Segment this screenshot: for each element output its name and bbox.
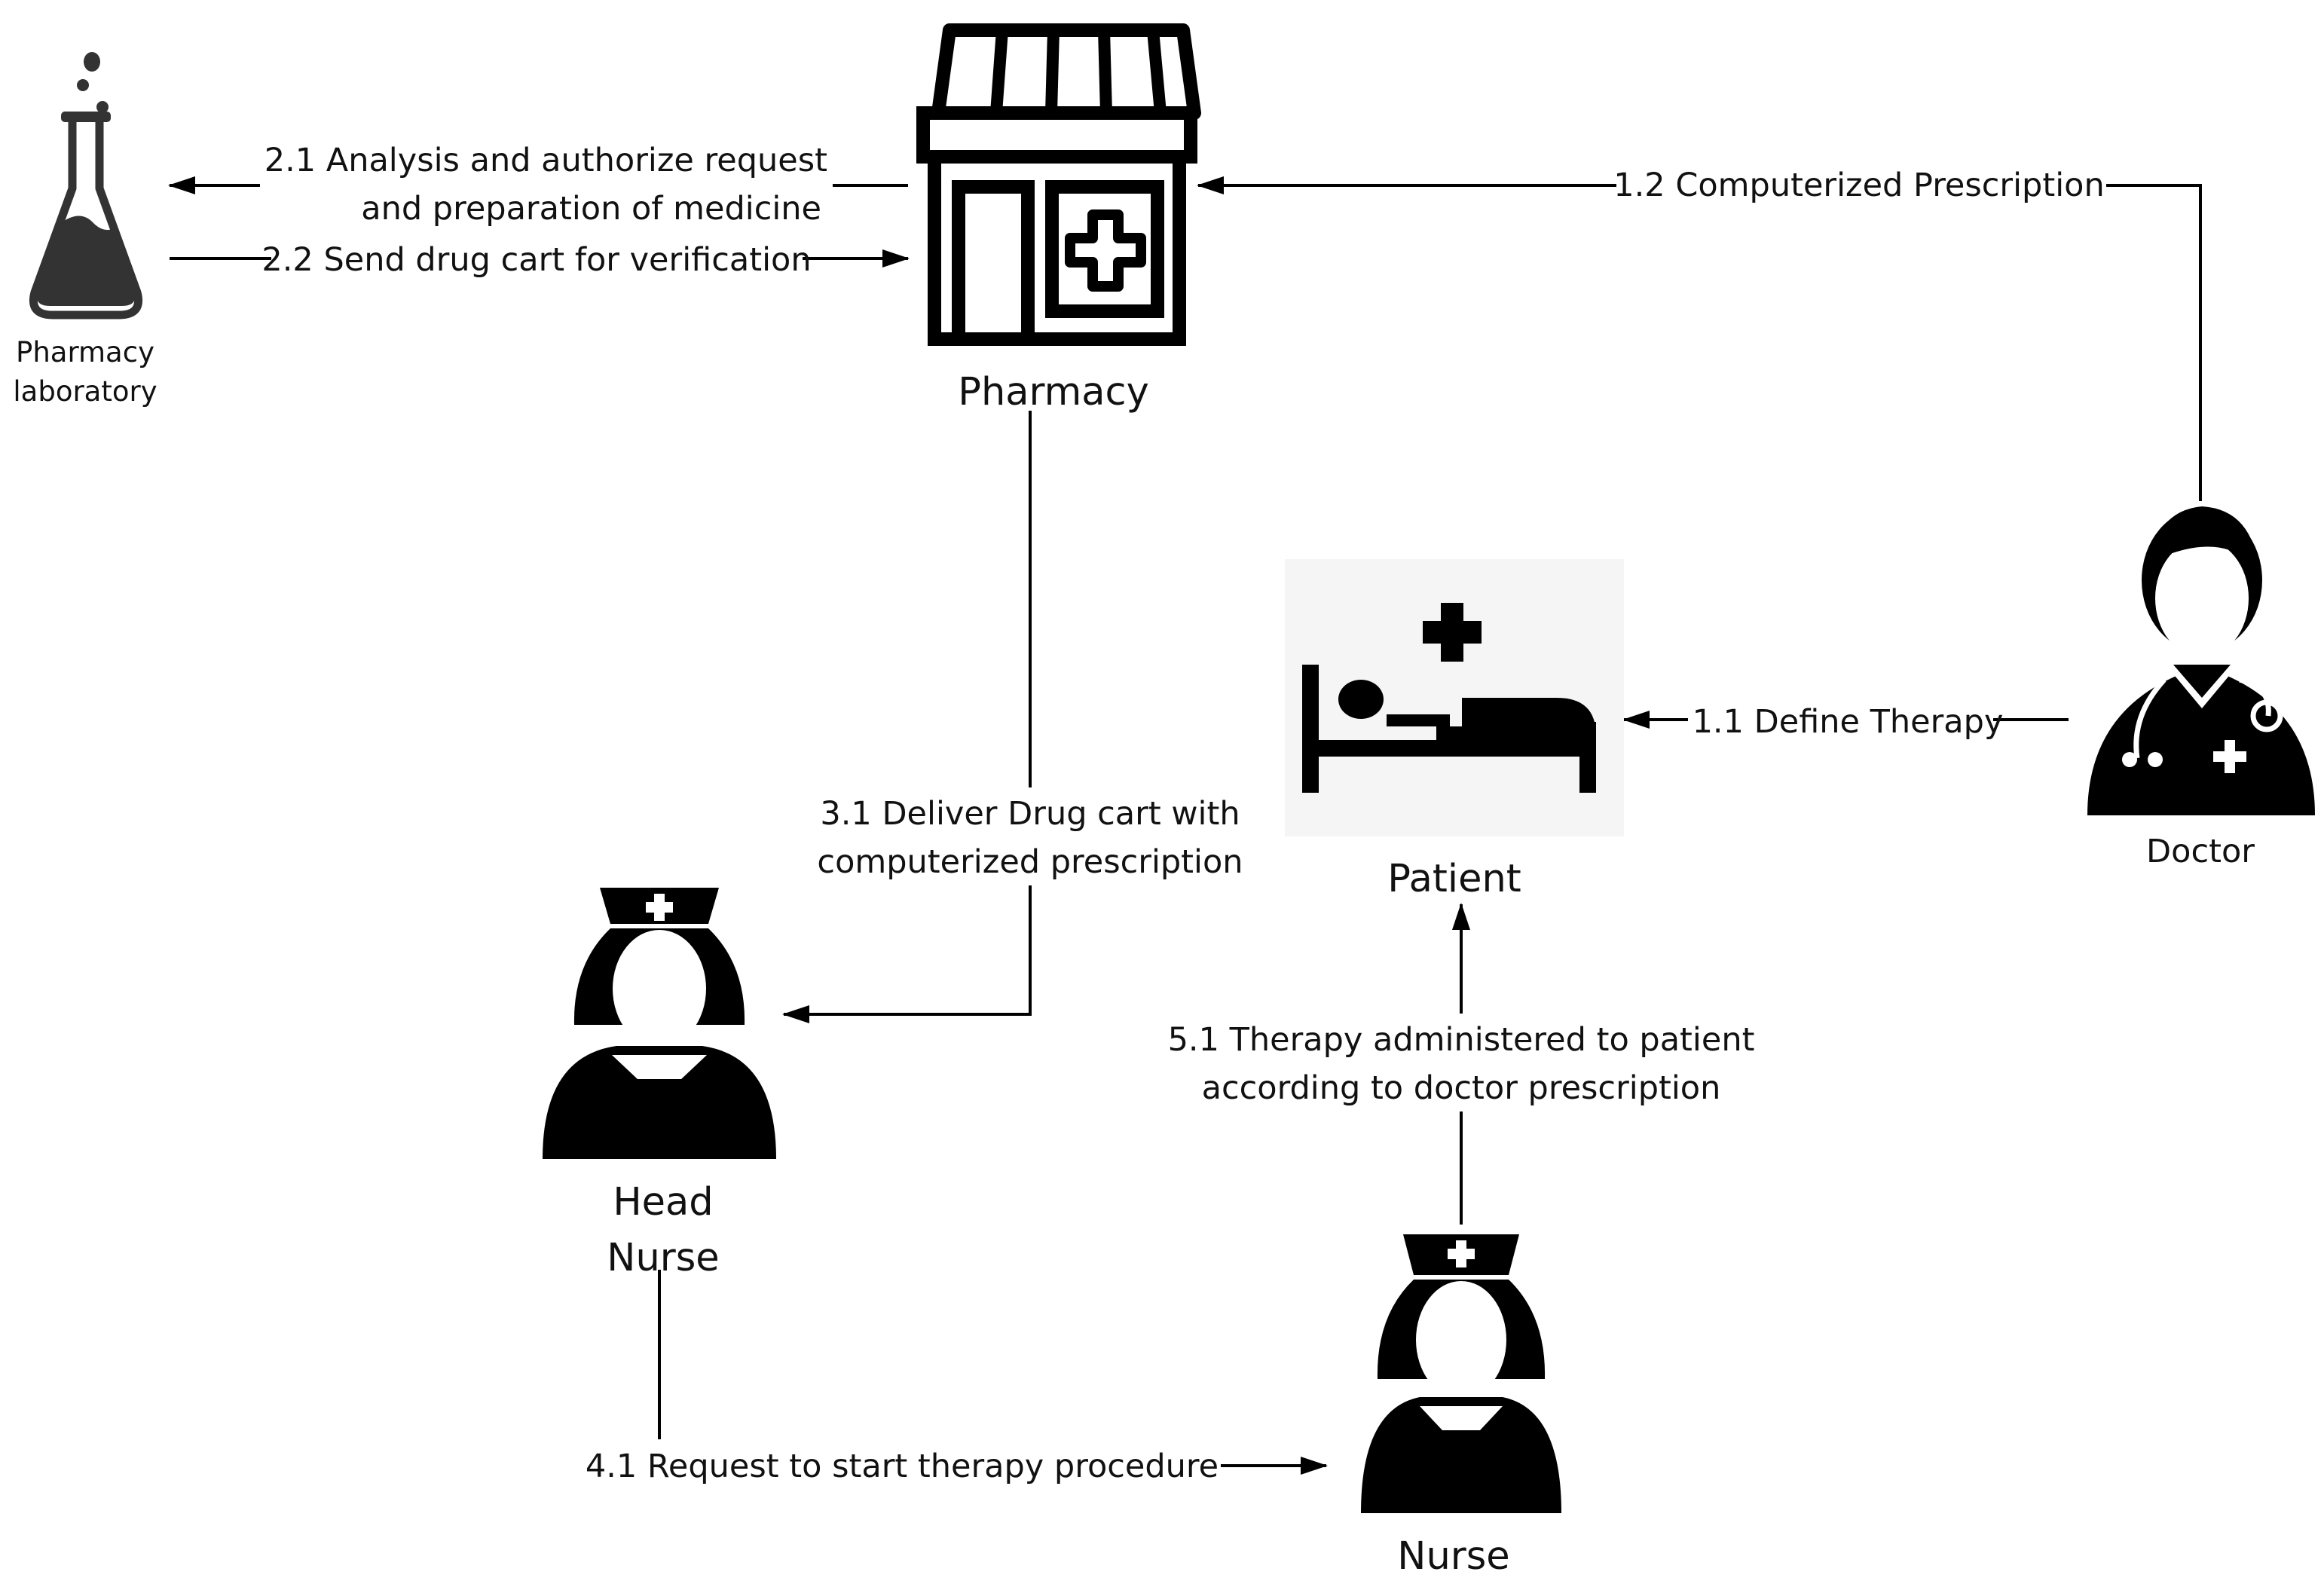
edge-label-analysis-authorize-line2: and preparation of medicine <box>361 190 821 228</box>
edge-label-deliver-drug-cart-line2: computerized prescription <box>817 843 1243 881</box>
node-label-doctor: Doctor <box>2146 833 2255 870</box>
node-pharmacy-laboratory: Pharmacy laboratory <box>13 52 157 408</box>
edge-label-send-drug-cart: 2.2 Send drug cart for verification <box>261 241 811 279</box>
nurse-icon <box>1361 1234 1561 1513</box>
edge-deliver-drug-cart: 3.1 Deliver Drug cart with computerized … <box>782 411 1255 1023</box>
hospital-bed-icon <box>1302 603 1596 793</box>
node-label-pharmacy: Pharmacy <box>958 370 1149 414</box>
doctor-icon <box>2087 506 2315 815</box>
node-label-head-nurse-line1: Head <box>613 1180 713 1225</box>
edge-label-computerized-prescription: 1.2 Computerized Prescription <box>1613 167 2104 204</box>
edge-label-request-therapy: 4.1 Request to start therapy procedure <box>586 1448 1219 1485</box>
node-label-nurse: Nurse <box>1397 1534 1509 1579</box>
edge-label-analysis-authorize-line1: 2.1 Analysis and authorize request <box>265 142 827 179</box>
edge-therapy-administered: 5.1 Therapy administered to patient acco… <box>1168 903 1755 1225</box>
node-nurse: Nurse <box>1361 1234 1561 1579</box>
node-label-head-nurse-line2: Nurse <box>607 1236 719 1280</box>
node-label-pharmacy-laboratory-line2: laboratory <box>13 375 157 408</box>
edge-computerized-prescription: 1.2 Computerized Prescription <box>1197 164 2202 501</box>
edge-label-define-therapy: 1.1 Define Therapy <box>1693 703 2004 741</box>
node-pharmacy: Pharmacy <box>916 23 1201 414</box>
edge-label-deliver-drug-cart-line1: 3.1 Deliver Drug cart with <box>820 795 1240 833</box>
edge-label-therapy-administered-line1: 5.1 Therapy administered to patient <box>1168 1021 1755 1059</box>
edge-request-therapy: 4.1 Request to start therapy procedure <box>586 1270 1328 1485</box>
edge-send-drug-cart: 2.2 Send drug cart for verification <box>170 241 910 279</box>
node-head-nurse: Head Nurse <box>543 888 776 1280</box>
node-patient: Patient <box>1285 559 1624 901</box>
edge-analysis-authorize: 2.1 Analysis and authorize request and p… <box>168 142 908 228</box>
edge-label-therapy-administered-line2: according to doctor prescription <box>1202 1069 1721 1107</box>
nurse-icon <box>543 888 776 1159</box>
patient-icon-background <box>1285 559 1624 836</box>
edge-define-therapy: 1.1 Define Therapy <box>1622 699 2069 742</box>
pharmacy-store-icon <box>916 23 1201 346</box>
node-doctor: Doctor <box>2087 506 2315 870</box>
node-label-pharmacy-laboratory-line1: Pharmacy <box>16 336 154 368</box>
flask-icon <box>29 52 142 320</box>
node-label-patient: Patient <box>1387 857 1521 901</box>
